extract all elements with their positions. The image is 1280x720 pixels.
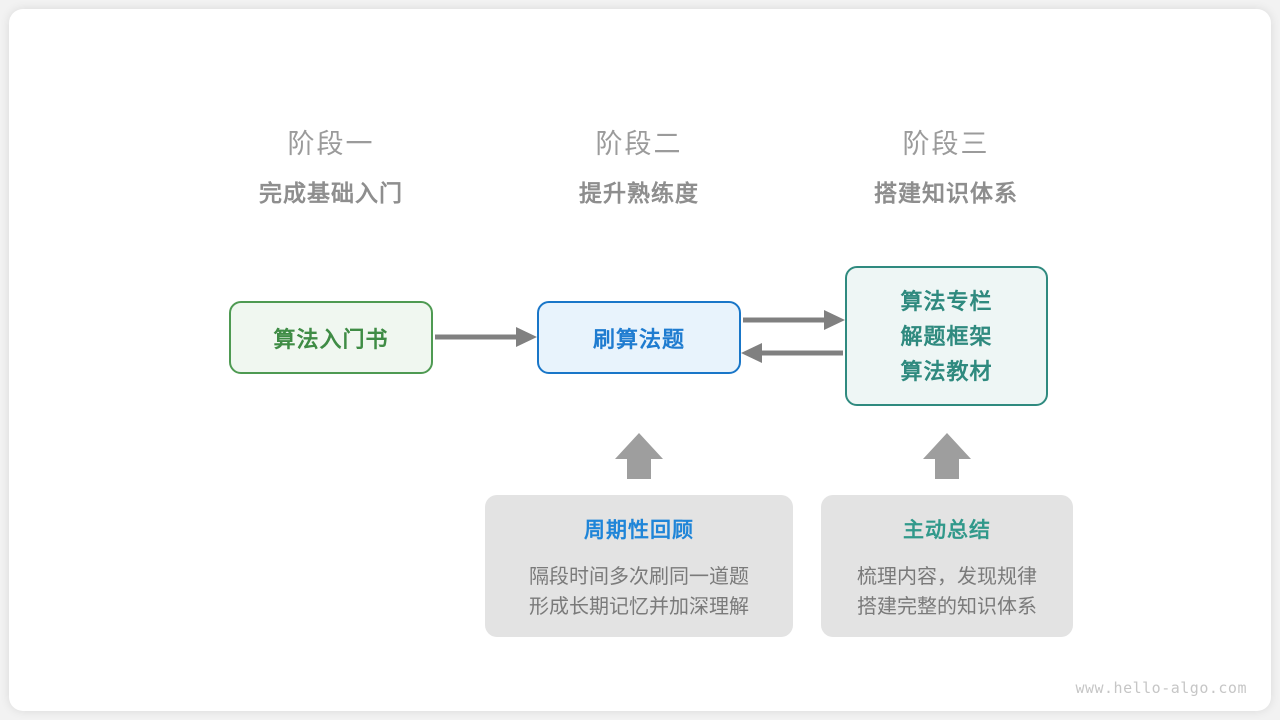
stage-title-1: 完成基础入门 (259, 180, 403, 206)
stage-header-2: 阶段二 提升熟练度 (509, 127, 769, 209)
node-learning-resources[interactable]: 算法专栏 解题框架 算法教材 (845, 266, 1048, 406)
note-body-line-2: 形成长期记忆并加深理解 (529, 596, 749, 618)
note-body: 梳理内容，发现规律 搭建完整的知识体系 (821, 562, 1073, 622)
note-body-line-1: 隔段时间多次刷同一道题 (529, 566, 749, 588)
note-body-line-1: 梳理内容，发现规律 (857, 566, 1037, 588)
note-body-line-2: 搭建完整的知识体系 (857, 596, 1037, 618)
stage-title-3: 搭建知识体系 (874, 180, 1018, 206)
stage-header-3: 阶段三 搭建知识体系 (816, 127, 1076, 209)
note-periodic-review[interactable]: 周期性回顾 隔段时间多次刷同一道题 形成长期记忆并加深理解 (485, 495, 793, 637)
stage-number-3: 阶段三 (902, 129, 990, 159)
note-title: 主动总结 (903, 519, 991, 542)
note-body: 隔段时间多次刷同一道题 形成长期记忆并加深理解 (485, 562, 793, 622)
note-title: 周期性回顾 (584, 519, 694, 542)
node-label-line-2: 解题框架 (900, 323, 993, 349)
stage-number-2: 阶段二 (595, 129, 683, 159)
node-label: 刷算法题 (592, 326, 685, 352)
node-label-line-1: 算法专栏 (900, 288, 993, 314)
node-practice-problems[interactable]: 刷算法题 (537, 301, 741, 374)
note-active-summary[interactable]: 主动总结 梳理内容，发现规律 搭建完整的知识体系 (821, 495, 1073, 637)
stage-header-1: 阶段一 完成基础入门 (201, 127, 461, 209)
node-algorithm-intro-book[interactable]: 算法入门书 (229, 301, 433, 374)
stage-title-2: 提升熟练度 (579, 180, 699, 206)
stage-number-1: 阶段一 (287, 129, 375, 159)
node-label: 算法入门书 (273, 326, 389, 352)
node-label-line-3: 算法教材 (900, 358, 993, 384)
watermark-url: www.hello-algo.com (1075, 679, 1247, 697)
